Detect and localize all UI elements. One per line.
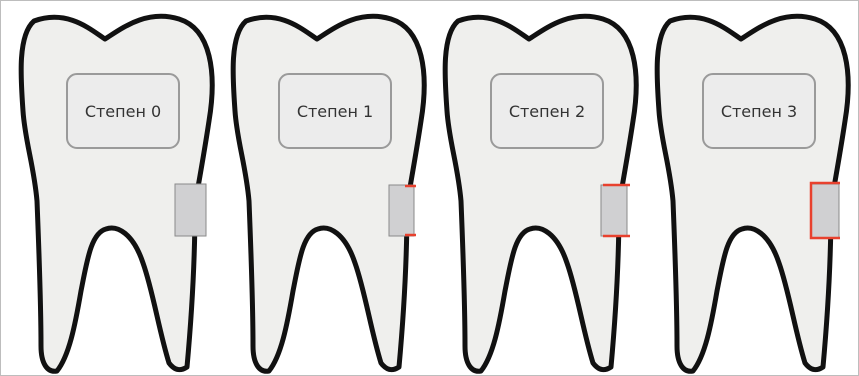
stage-label: Степен 2: [509, 102, 585, 121]
cavity-defect: [389, 185, 416, 236]
tooth-stage-2: Степен 2: [445, 16, 636, 371]
tooth-stage-3: Степен 3: [657, 16, 848, 371]
tooth-stage-0: Степен 0: [21, 16, 212, 371]
cavity-defect: [601, 185, 630, 236]
cavity-defect: [811, 183, 840, 238]
tooth-stage-1: Степен 1: [233, 16, 424, 371]
cavity-defect: [175, 184, 206, 236]
stage-label: Степен 0: [85, 102, 161, 121]
stage-label: Степен 3: [721, 102, 797, 121]
stage-label: Степен 1: [297, 102, 373, 121]
